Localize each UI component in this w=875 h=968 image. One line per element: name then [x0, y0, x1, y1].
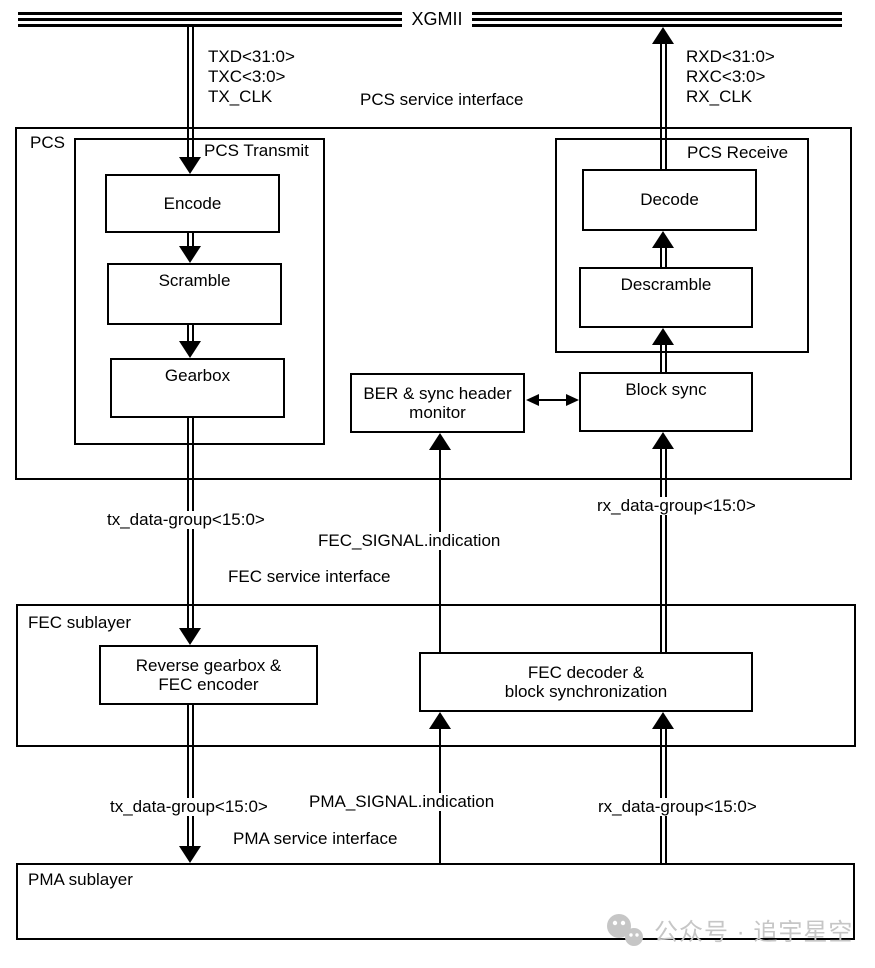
txd-signal-label: TXD<31:0> [208, 47, 295, 66]
xgmii-bus-line [472, 12, 842, 15]
gearbox-block: Gearbox [110, 358, 285, 418]
arrow-up-icon [652, 432, 674, 449]
fec-decoder-block: FEC decoder & block synchronization [419, 652, 753, 712]
encode-block: Encode [105, 174, 280, 233]
arrow-up-icon [652, 712, 674, 729]
txc-signal-label: TXC<3:0> [208, 67, 286, 86]
tx-data-group-lower-label: tx_data-group<15:0> [107, 798, 271, 816]
arrow-up-icon [652, 27, 674, 44]
ber-monitor-line2: monitor [409, 403, 466, 422]
arrow-up-icon [429, 712, 451, 729]
arrow-down-icon [179, 846, 201, 863]
descramble-block: Descramble [579, 267, 753, 328]
rxc-signal-label: RXC<3:0> [686, 67, 766, 86]
block-sync-label: Block sync [625, 380, 707, 399]
pcs-label: PCS [30, 133, 65, 152]
pcs-receive-label: PCS Receive [687, 143, 789, 162]
arrow-up-icon [429, 433, 451, 450]
rx-data-group-upper-label: rx_data-group<15:0> [594, 497, 759, 515]
scramble-label: Scramble [158, 271, 231, 290]
ber-monitor-block: BER & sync header monitor [350, 373, 525, 433]
arrow-left-icon [526, 394, 539, 406]
wechat-icon [607, 913, 643, 946]
pma-sublayer-label: PMA sublayer [28, 870, 133, 889]
watermark: 公众号 · 追宇星空 [606, 912, 853, 947]
pma-sublayer-box [16, 863, 855, 940]
tx-line-xgmii-to-encode [187, 27, 194, 157]
xgmii-bus-line [18, 24, 402, 27]
rx-line-descramble-to-decode [660, 248, 667, 267]
rxd-signal-label: RXD<31:0> [686, 47, 775, 66]
block-sync-block: Block sync [579, 372, 753, 432]
pcs-service-interface-label: PCS service interface [360, 90, 524, 109]
xgmii-label: XGMII [411, 9, 463, 29]
arrow-down-icon [179, 246, 201, 263]
arrow-down-icon [179, 157, 201, 174]
tx-line-fec-to-pma [187, 705, 194, 846]
arrow-up-icon [652, 328, 674, 345]
ber-monitor-line1: BER & sync header [363, 383, 512, 403]
rx-line-pma-to-fecdecoder [660, 729, 667, 863]
fec-encoder-line2: FEC encoder [158, 675, 259, 694]
fec-encoder-line1: Reverse gearbox & [135, 655, 282, 675]
rx-line-fecdecoder-to-blocksync [660, 449, 667, 652]
rx-data-group-lower-label: rx_data-group<15:0> [595, 798, 760, 816]
rx-line-decode-to-xgmii [660, 44, 667, 169]
tx-line-scramble-to-gearbox [187, 325, 194, 341]
fec-service-interface-label: FEC service interface [228, 567, 391, 586]
arrow-down-icon [179, 628, 201, 645]
xgmii-bus-line [472, 18, 842, 21]
pcs-transmit-label: PCS Transmit [204, 141, 309, 160]
fec-decoder-line2: block synchronization [504, 682, 668, 701]
gearbox-label: Gearbox [164, 366, 231, 385]
decode-label: Decode [640, 190, 699, 210]
fec-signal-indication-label: FEC_SIGNAL.indication [315, 532, 504, 550]
fec-encoder-block: Reverse gearbox & FEC encoder [99, 645, 318, 705]
xgmii-bus-line [472, 24, 842, 27]
arrow-right-icon [566, 394, 579, 406]
pma-service-interface-label: PMA service interface [233, 829, 398, 848]
ber-blocksync-link-line [537, 399, 567, 401]
tx-line-encode-to-scramble [187, 233, 194, 246]
decode-block: Decode [582, 169, 757, 231]
watermark-text: 公众号 · 追宇星空 [654, 919, 854, 946]
scramble-block: Scramble [107, 263, 282, 325]
fec-sublayer-label: FEC sublayer [28, 613, 131, 632]
arrow-up-icon [652, 231, 674, 248]
arrow-down-icon [179, 341, 201, 358]
tx-data-group-upper-label: tx_data-group<15:0> [104, 511, 268, 529]
rx-clk-signal-label: RX_CLK [686, 87, 753, 106]
pma-signal-indication-label: PMA_SIGNAL.indication [306, 793, 498, 811]
tx-clk-signal-label: TX_CLK [208, 87, 273, 106]
descramble-label: Descramble [620, 275, 712, 294]
xgmii-bus-line [18, 12, 402, 15]
encode-label: Encode [163, 193, 222, 213]
xgmii-bus-line [18, 18, 402, 21]
rx-line-blocksync-to-descramble [660, 345, 667, 372]
fec-signal-line [439, 450, 441, 652]
fec-decoder-line1: FEC decoder & [527, 662, 645, 682]
